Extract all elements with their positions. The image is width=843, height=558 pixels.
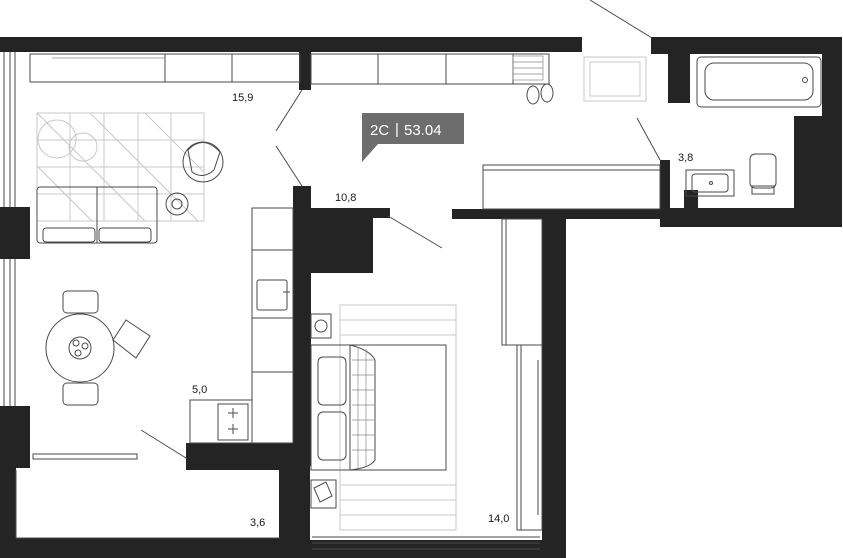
bedroom-furniture (310, 218, 543, 531)
area-badge: 2С | 53.04 (362, 113, 464, 162)
hall-bench (482, 164, 661, 210)
left-window-bottom (3, 259, 16, 406)
living-furniture (29, 53, 301, 444)
area-labels: 15,9 10,8 3,8 5,0 3,6 14,0 (192, 92, 693, 529)
nightstand-top-icon (310, 313, 332, 339)
corridor-right-wall (542, 219, 566, 558)
hall-furniture (310, 53, 661, 210)
area-kitchen: 5,0 (192, 384, 207, 396)
area-balcony: 3,6 (250, 517, 265, 529)
left-outer-wall-block (0, 207, 30, 259)
living-door-top (275, 89, 303, 132)
area-living: 15,9 (232, 92, 253, 104)
hall-stub (360, 208, 390, 218)
living-partition-bottom (299, 186, 311, 216)
rug (36, 112, 205, 222)
balcony-bottom (0, 538, 300, 558)
sofa-icon (36, 186, 158, 244)
badge-total-area: 53.04 (404, 122, 442, 139)
bath-door (636, 117, 661, 161)
dining-table-icon (45, 290, 151, 406)
center-block (293, 208, 373, 273)
badge-separator: | (395, 121, 399, 138)
door-mat (583, 56, 647, 102)
toilet-icon (749, 153, 777, 195)
bathtub-icon (696, 56, 822, 108)
wardrobe-top (310, 53, 550, 85)
wall-shelf (29, 53, 301, 83)
area-bathroom: 3,8 (678, 152, 693, 164)
bathroom-fixtures (685, 56, 822, 197)
nightstand-bottom-icon (310, 479, 337, 509)
left-lower-block (0, 406, 30, 468)
double-bed-icon (310, 344, 447, 471)
right-outer-wall (822, 37, 842, 227)
kitchen-sink-icon (256, 279, 288, 311)
left-window-top (3, 52, 16, 207)
bath-partition (660, 160, 670, 220)
living-door-bottom (275, 145, 303, 187)
door-swings (140, 0, 661, 459)
balcony-door-swing (140, 429, 187, 459)
badge-shape (362, 113, 464, 162)
bedroom-door (387, 215, 443, 249)
side-table-icon (37, 119, 98, 162)
top-wall-left (0, 37, 582, 52)
balcony-outer (0, 459, 16, 558)
hall-bottom-wall (452, 209, 662, 219)
windows (3, 52, 540, 550)
bedroom-wardrobe (501, 218, 543, 531)
balcony-door (32, 453, 138, 460)
bedroom-window (312, 536, 540, 550)
badge-type: 2С (370, 122, 389, 139)
top-wall-right (651, 37, 842, 54)
area-hall: 10,8 (335, 192, 356, 204)
balcony-rail (15, 470, 280, 539)
entrance-door-line (589, 0, 653, 39)
armchair-icon (182, 141, 224, 183)
living-partition-top (299, 52, 311, 90)
bath-bottom-wall (660, 208, 842, 227)
bedroom-rug (339, 304, 457, 531)
area-bedroom: 14,0 (488, 513, 509, 525)
kitchen-counter (189, 207, 294, 444)
bath-left-pier (668, 37, 690, 103)
slippers-icon (526, 83, 554, 105)
floor-lamp-icon (165, 192, 189, 216)
washbasin-icon (685, 169, 735, 197)
stove-icon (217, 403, 249, 441)
